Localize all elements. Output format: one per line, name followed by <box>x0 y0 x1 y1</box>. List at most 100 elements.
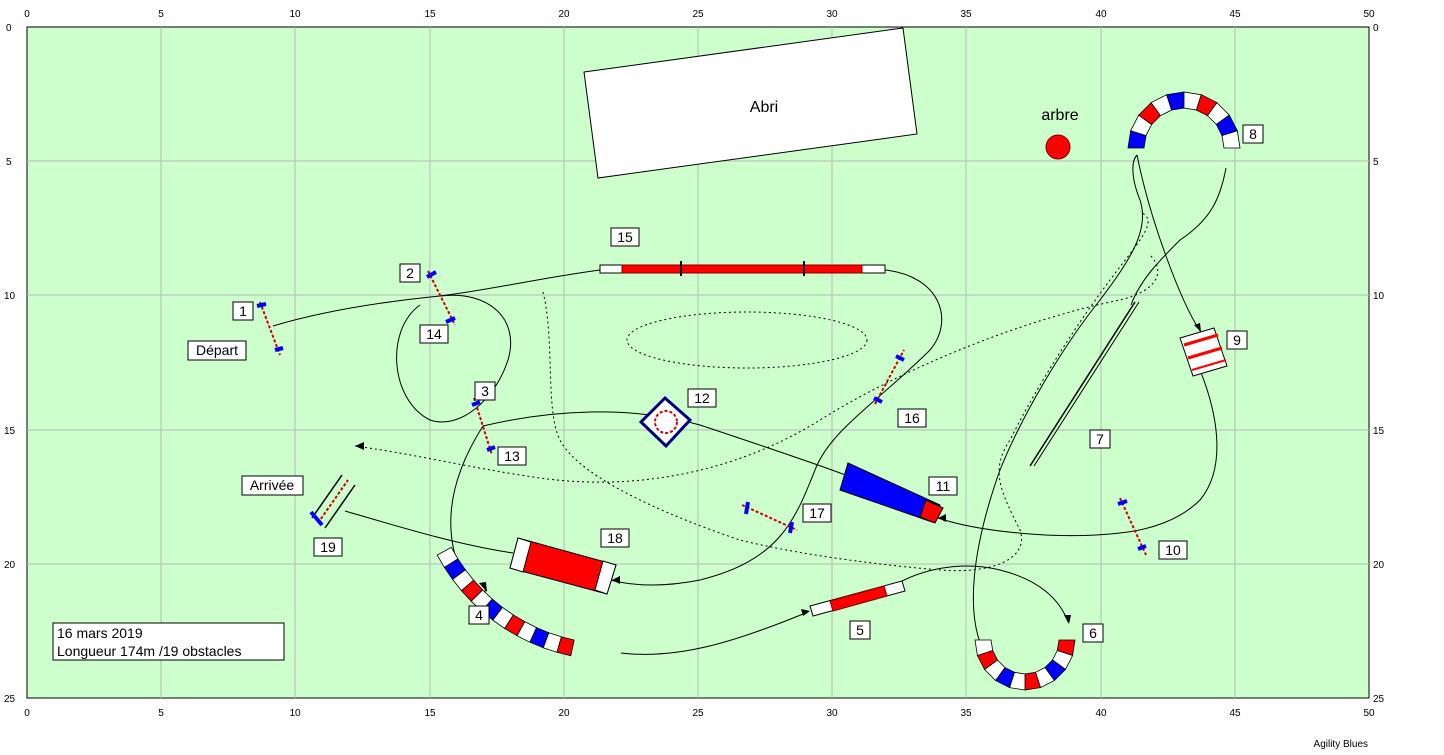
x-tick: 0 <box>24 9 30 20</box>
svg-text:9: 9 <box>1233 332 1241 348</box>
tunnel-segment <box>1221 130 1241 149</box>
obstacle-number-11: 11 <box>928 476 958 496</box>
svg-text:11: 11 <box>936 478 951 494</box>
tunnel-segment <box>436 546 459 568</box>
obstacle-number-19: 19 <box>313 537 343 557</box>
obstacle-number-14: 14 <box>419 324 449 344</box>
tunnel-segment <box>974 639 994 657</box>
obstacle-number-4: 4 <box>468 605 490 625</box>
svg-text:3: 3 <box>481 383 489 399</box>
info-length: Longueur 174m /19 obstacles <box>57 643 241 659</box>
x-tick: 0 <box>24 708 30 719</box>
y-tick: 15 <box>1373 426 1385 437</box>
tunnel-4 <box>436 546 575 657</box>
obstacle-number-13: 13 <box>497 446 527 466</box>
jump-2-14 <box>426 270 456 326</box>
x-tick: 45 <box>1229 708 1241 719</box>
y-tick: 15 <box>4 426 16 437</box>
svg-text:7: 7 <box>1096 431 1104 447</box>
hurdle-9 <box>1179 327 1228 377</box>
obstacle-number-16: 16 <box>897 408 927 428</box>
svg-text:10: 10 <box>1165 542 1181 558</box>
start-label: Départ <box>196 342 238 358</box>
obstacle-number-12: 12 <box>687 388 717 408</box>
svg-text:6: 6 <box>1089 625 1097 641</box>
tyre-12 <box>638 395 693 449</box>
y-tick: 10 <box>4 291 16 302</box>
tree-label: arbre <box>1041 107 1078 124</box>
x-tick: 35 <box>960 9 972 20</box>
obstacle-number-7: 7 <box>1089 429 1111 449</box>
svg-text:5: 5 <box>856 622 864 638</box>
x-tick: 15 <box>424 708 436 719</box>
svg-text:14: 14 <box>426 326 442 342</box>
obstacle-numbers: 1 2 3 4 5 6 7 8 9 10 11 12 13 14 15 16 1… <box>232 124 1264 643</box>
finish-label: Arrivée <box>250 477 295 493</box>
course-path <box>272 154 1227 663</box>
jump-1 <box>256 301 284 356</box>
info-box: 16 mars 2019 Longueur 174m /19 obstacles <box>52 622 285 661</box>
dogwalk-15 <box>599 261 886 276</box>
info-date: 16 mars 2019 <box>57 625 143 641</box>
y-tick: 20 <box>1373 560 1385 571</box>
y-tick: 20 <box>4 560 16 571</box>
start-marker: Départ <box>187 340 247 361</box>
x-tick: 5 <box>158 9 164 20</box>
x-tick: 45 <box>1229 9 1241 20</box>
svg-text:13: 13 <box>504 448 520 464</box>
tunnel-6 <box>974 639 1076 691</box>
y-tick: 0 <box>1373 23 1379 34</box>
obstacle-number-15: 15 <box>610 227 640 247</box>
obstacle-number-6: 6 <box>1082 623 1104 643</box>
x-tick: 5 <box>158 708 164 719</box>
y-tick: 25 <box>1373 694 1385 705</box>
chute-11 <box>839 462 944 524</box>
y-tick: 10 <box>1373 291 1385 302</box>
obstacle-number-2: 2 <box>399 263 421 283</box>
svg-text:4: 4 <box>475 607 483 623</box>
x-tick: 15 <box>424 9 436 20</box>
jump-17 <box>741 501 798 534</box>
obstacle-number-10: 10 <box>1158 540 1188 560</box>
x-tick: 30 <box>826 708 838 719</box>
y-tick: 0 <box>6 23 12 34</box>
obstacle-number-17: 17 <box>802 503 832 523</box>
x-tick: 20 <box>558 708 570 719</box>
y-tick: 5 <box>6 157 12 168</box>
obstacle-number-9: 9 <box>1226 330 1248 350</box>
svg-text:2: 2 <box>406 265 414 281</box>
jump-16 <box>873 349 905 405</box>
y-tick: 5 <box>1373 157 1379 168</box>
shelter: Abri <box>583 27 918 179</box>
x-tick: 50 <box>1363 9 1375 20</box>
y-tick: 25 <box>4 694 16 705</box>
x-tick: 50 <box>1363 708 1375 719</box>
credit: Agility Blues <box>1314 739 1368 750</box>
x-tick: 25 <box>692 9 704 20</box>
x-tick: 10 <box>289 9 301 20</box>
svg-text:17: 17 <box>809 505 825 521</box>
x-tick: 35 <box>960 708 972 719</box>
x-tick: 40 <box>1095 708 1107 719</box>
tunnel-18 <box>509 537 617 595</box>
jump-3-13 <box>471 397 496 456</box>
obstacle-number-18: 18 <box>600 528 630 548</box>
svg-text:18: 18 <box>607 530 623 546</box>
finish-marker: Arrivée <box>241 475 304 496</box>
obstacle-number-1: 1 <box>232 301 254 321</box>
svg-text:15: 15 <box>617 229 633 245</box>
obstacle-number-8: 8 <box>1242 124 1264 144</box>
path-arrows <box>355 323 1201 624</box>
tree: arbre <box>1041 107 1079 160</box>
x-tick: 20 <box>558 9 570 20</box>
dotted-paths <box>354 211 1159 572</box>
x-tick: 10 <box>289 708 301 719</box>
svg-text:1: 1 <box>239 303 247 319</box>
x-tick: 30 <box>826 9 838 20</box>
svg-text:16: 16 <box>904 410 920 426</box>
y-ticks-left: 0 5 10 15 20 25 <box>4 23 16 705</box>
x-tick: 25 <box>692 708 704 719</box>
x-ticks-top: 0 5 10 15 20 25 30 35 40 45 50 <box>24 9 1375 20</box>
jump-10 <box>1117 497 1147 556</box>
svg-text:19: 19 <box>320 539 336 555</box>
